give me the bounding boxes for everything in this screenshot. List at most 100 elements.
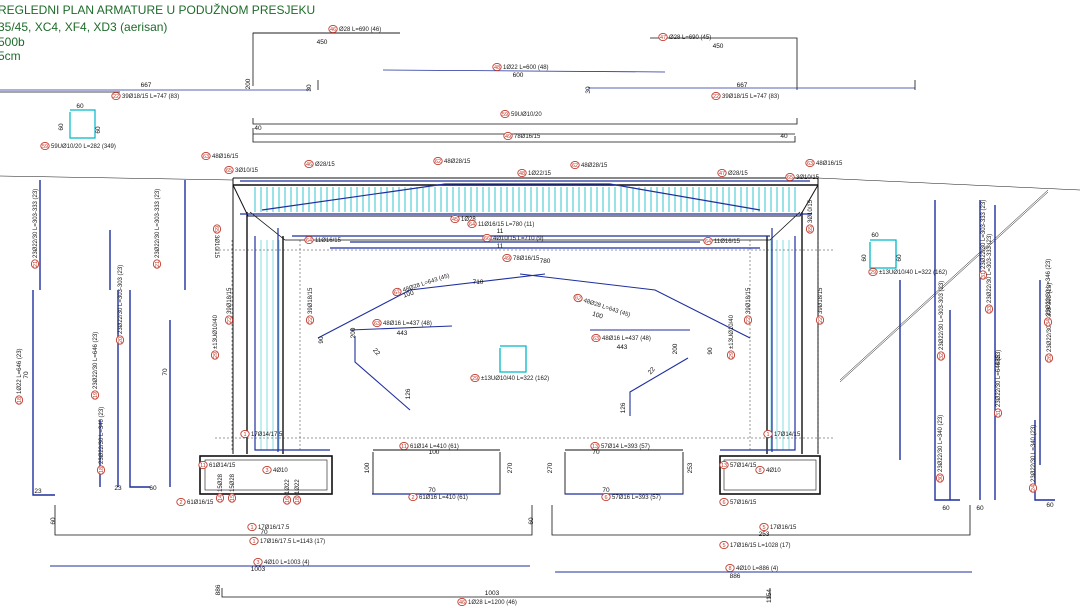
dimension-value: 100 xyxy=(591,311,604,321)
rebar-label: 29±13UØ10/40 xyxy=(210,314,220,360)
position-number: 45 xyxy=(452,217,458,223)
rebar-spec: 1Ø28 L=1200 (46) xyxy=(468,600,517,606)
position-number: 24 xyxy=(1031,485,1037,491)
dimension-value: 126 xyxy=(620,402,627,413)
position-marker xyxy=(249,536,259,546)
bottom-schedule xyxy=(50,505,972,598)
rebar-spec: 61Ø16 L=410 (61) xyxy=(419,495,468,501)
rebar-spec: 4Ø10/15 L=710 (9) xyxy=(493,236,544,242)
position-number: 64 xyxy=(469,222,475,228)
dimension-value: 60 xyxy=(861,254,868,262)
position-marker xyxy=(503,131,513,141)
position-number: 14 xyxy=(218,495,224,501)
rebar-spec: 3Ø10/15 xyxy=(235,168,259,174)
position-number: 34 xyxy=(1046,319,1052,325)
position-marker xyxy=(573,293,583,303)
dimension-value: 22 xyxy=(647,366,657,376)
dimension-value: 200 xyxy=(350,327,357,338)
rebar-spec: 61Ø14 L=410 (61) xyxy=(410,444,459,450)
dimension-value: 11 xyxy=(497,243,504,250)
column-left-stirrups xyxy=(252,240,280,450)
rebar-spec: 57Ø14 L=393 (57) xyxy=(601,444,650,450)
rebar-spec: 48Ø16/15 xyxy=(816,161,843,167)
dimension-value: 60 xyxy=(871,232,879,239)
rebar-spec: 23Ø22/30 L=303-333 (23) xyxy=(33,189,39,258)
dimension-value: 90 xyxy=(707,347,714,355)
position-number: 3 xyxy=(265,468,268,474)
dimension-value: 270 xyxy=(547,462,554,473)
rebar-spec: 23Ø22/30 L=303-333 (23) xyxy=(981,200,987,269)
rebar-label: 29±13UØ10/40 L=322 (162) xyxy=(868,267,947,277)
dimension-value: 60 xyxy=(50,517,57,525)
position-number: 18 xyxy=(295,497,301,503)
dimension-value: 600 xyxy=(513,72,524,79)
position-marker xyxy=(253,557,263,567)
position-marker xyxy=(517,168,527,178)
position-marker xyxy=(201,151,211,161)
position-number: 8 xyxy=(728,566,731,572)
dimension-value: 60 xyxy=(95,126,102,134)
position-marker xyxy=(304,235,314,245)
position-marker xyxy=(450,214,460,224)
dimension-value: 886 xyxy=(215,584,222,595)
rebar-spec: Ø28 L=690 (46) xyxy=(339,27,381,33)
rebar-spec: 23Ø22/30 L=646 (23) xyxy=(93,332,99,389)
position-number: 33 xyxy=(987,306,993,312)
dimension-value: 667 xyxy=(141,82,152,89)
dimension-value: 485 xyxy=(995,354,1002,365)
dimension-value: 886 xyxy=(730,573,741,580)
position-marker xyxy=(262,465,272,475)
position-number: 62 xyxy=(572,163,578,169)
bent-bars xyxy=(317,273,751,416)
dimension-value: 1154 xyxy=(766,589,773,603)
position-marker xyxy=(111,91,121,101)
position-number: 19 xyxy=(93,392,99,398)
position-number: 59 xyxy=(42,144,48,150)
dimension-value: 60 xyxy=(76,103,84,110)
rebar-spec: 39Ø18/15 xyxy=(818,287,824,314)
rebar-spec: 39Ø18/15 L=747 (83) xyxy=(122,94,179,100)
position-marker xyxy=(1044,353,1054,363)
rebar-spec: 61Ø16/15 xyxy=(187,500,214,506)
rebar-spec: 39Ø18/15 L=747 (83) xyxy=(722,94,779,100)
dimension-value: 100 xyxy=(364,462,371,473)
position-marker xyxy=(212,224,222,234)
position-number: 1 xyxy=(250,525,253,531)
rebar-spec: 3Ø10/15 xyxy=(213,235,219,259)
rebar-spec: 23Ø22/30 L=346 (23) xyxy=(1046,259,1052,316)
column-right-stirrups xyxy=(770,240,798,450)
rebar-label: 29±13UØ10/40 L=322 (162) xyxy=(470,373,549,383)
rebar-spec: 23Ø22/30 L=303-333 (23) xyxy=(155,189,161,258)
rebar-spec: 48Ø16 L=437 (48) xyxy=(383,321,432,327)
dimension-value: 30 xyxy=(306,84,313,92)
footing-details xyxy=(372,449,684,495)
position-marker xyxy=(1043,317,1053,327)
position-number: 47 xyxy=(719,171,725,177)
position-number: 64 xyxy=(705,239,711,245)
dimension-value: 667 xyxy=(737,82,748,89)
position-marker xyxy=(601,492,611,502)
rebar-spec: 15Ø28 xyxy=(218,473,224,492)
position-marker xyxy=(935,473,945,483)
rebar-spec: 17Ø14/15 xyxy=(774,432,801,438)
